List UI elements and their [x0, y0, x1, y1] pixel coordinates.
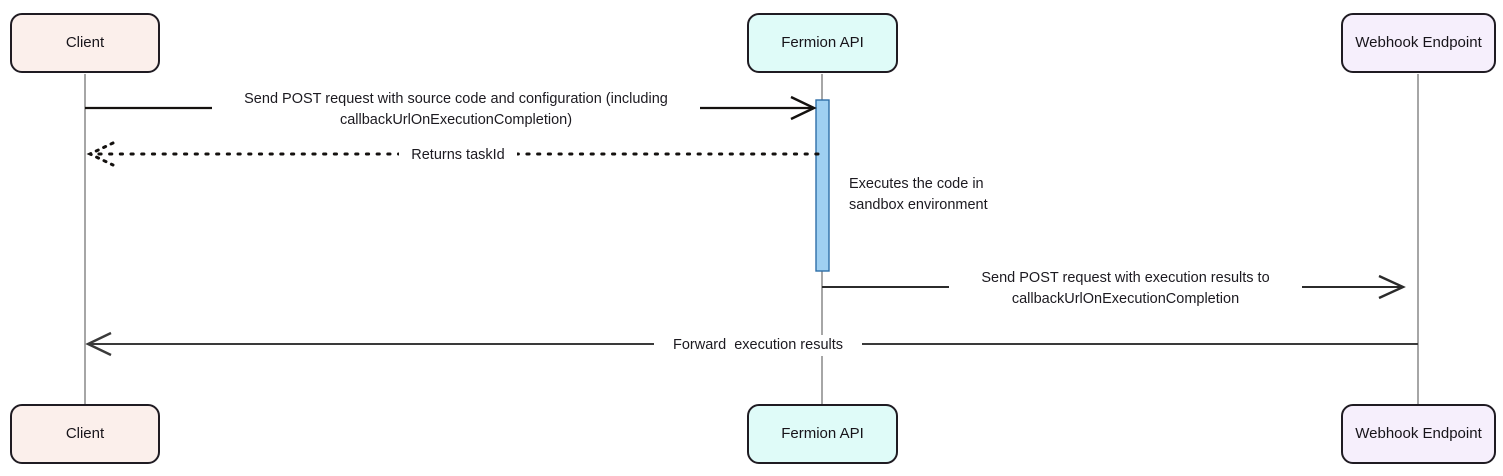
message-label-2: Returns taskId [399, 145, 517, 167]
participant-label-fermion-api-top: Fermion API [781, 34, 864, 51]
message-label-1: Send POST request with source code and c… [212, 89, 700, 132]
participant-label-fermion-api-bottom: Fermion API [781, 425, 864, 442]
activation-bar-fermion-api [815, 99, 830, 272]
message-label-3: Send POST request with execution results… [949, 268, 1302, 311]
participant-box-webhook-endpoint-top[interactable]: Webhook Endpoint [1341, 13, 1496, 73]
message-arrowhead-3 [1378, 274, 1406, 300]
participant-label-client-top: Client [65, 34, 105, 51]
participant-box-client-bottom[interactable]: Client [10, 404, 160, 464]
participant-box-webhook-endpoint-bottom[interactable]: Webhook Endpoint [1341, 404, 1496, 464]
message-arrowhead-4 [85, 331, 112, 357]
note-executes-code: Executes the code in sandbox environment [849, 176, 988, 214]
message-label-4: Forward execution results [654, 335, 862, 357]
participant-label-webhook-endpoint-top: Webhook Endpoint [1355, 34, 1482, 51]
participant-label-client-bottom: Client [65, 425, 105, 442]
participant-label-webhook-endpoint-bottom: Webhook Endpoint [1355, 425, 1482, 442]
message-arrowhead-2 [86, 141, 115, 167]
message-arrowhead-1 [790, 95, 817, 121]
participant-box-fermion-api-top[interactable]: Fermion API [747, 13, 898, 73]
participant-box-fermion-api-bottom[interactable]: Fermion API [747, 404, 898, 464]
participant-box-client-top[interactable]: Client [10, 13, 160, 73]
